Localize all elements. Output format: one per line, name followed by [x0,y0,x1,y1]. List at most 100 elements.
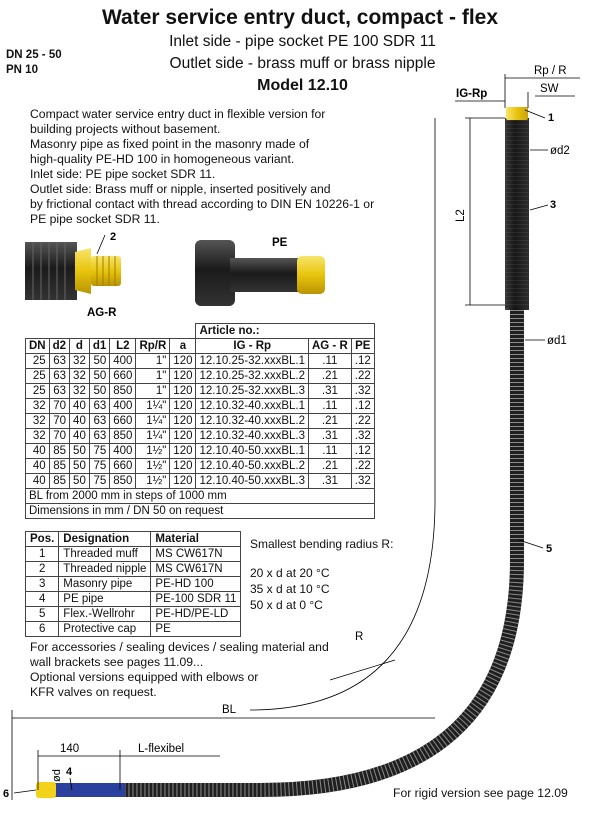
table-cell: 12.10.40-50.xxxBL.3 [195,473,309,489]
table-cell: 400 [109,353,137,369]
table-cell: 120 [169,428,197,444]
table-cell: 63 [48,353,71,369]
pressure-rating: PN 10 [6,64,38,76]
table-cell: 660 [109,413,137,429]
agr-nipple-image [25,234,121,300]
table-cell: 850 [109,428,137,444]
dim-od: ød [51,769,63,782]
table-cell: .32 [350,383,375,399]
dim-ig-rp: IG-Rp [456,88,487,100]
page-title: Water service entry duct, compact - flex [101,6,499,29]
table-cell: .12 [350,398,375,414]
table-cell: 12.10.25-32.xxxBL.1 [195,353,309,369]
table-cell: .32 [350,428,375,444]
agr-callout: 2 [110,231,116,243]
table-cell: 70 [48,398,71,414]
flex-pipe [120,310,524,797]
accessories-line: For accessories / sealing devices / seal… [30,640,329,654]
description-line: by frictional contact with thread accord… [30,197,375,211]
table-cell: 120 [169,383,197,399]
table-cell: 12.10.25-32.xxxBL.2 [195,368,309,384]
dim-od1: ød1 [547,335,567,347]
table-cell: 70 [48,413,71,429]
agr-label: AG-R [87,307,117,319]
description-line: Masonry pipe as fixed point in the mason… [30,137,310,151]
table-cell: .12 [350,443,375,459]
dim-140: 140 [60,743,79,755]
table-cell: 40 [25,473,50,489]
product-description: Compact water service entry duct in flex… [30,107,400,227]
description-line: high-quality PE-HD 100 in homogeneous va… [30,152,295,166]
pe-socket-image [195,240,325,306]
table-cell: .22 [350,458,375,474]
description-line: building projects without basement. [30,122,221,136]
col-header: IG - Rp [195,338,309,354]
table-cell: PE [150,621,242,637]
protective-cap [36,782,56,798]
bending-line: 50 x d at 0 °C [250,598,323,612]
table-cell: 63 [48,368,71,384]
table-cell: 85 [48,473,71,489]
table-cell: 6 [24,621,60,637]
table-cell: PE-HD 100 [150,576,242,592]
pe-label: PE [272,237,288,249]
dim-bl: BL [222,704,237,716]
table-cell: .12 [350,353,375,369]
table-cell: PE pipe [58,591,152,607]
callout-5: 5 [546,543,552,555]
table-note-dimensions: Dimensions in mm / DN 50 on request [25,503,375,519]
col-header: PE [350,338,375,354]
callout-1: 1 [548,112,554,124]
table-cell: 12.10.32-40.xxxBL.2 [195,413,309,429]
table-cell: 1¼" [135,428,171,444]
bending-radius-heading: Smallest bending radius R: [250,537,394,551]
table-cell: 120 [169,398,197,414]
table-cell: 63 [88,398,111,414]
brass-muff [506,107,528,120]
table-cell: 120 [169,413,197,429]
model-number: Model 12.10 [257,77,348,94]
table-cell: MS CW617N [150,546,242,562]
accessories-note: For accessories / sealing devices / seal… [30,640,329,700]
dn-range: DN 25 - 50 [6,49,62,61]
bending-radius-values: 20 x d at 20 °C 35 x d at 10 °C 50 x d a… [250,565,330,613]
table-cell: 50 [88,353,111,369]
table-cell: 120 [169,458,197,474]
spec-table: Article no.: DN d2 d d1 L2 Rp/R a IG - R… [25,323,375,519]
table-cell: 1¼" [135,398,171,414]
table-cell: 50 [88,383,111,399]
table-cell: .22 [350,413,375,429]
bending-line: 35 x d at 10 °C [250,582,330,596]
col-header: d1 [88,338,111,354]
dim-l-flexibel: L-flexibel [138,743,184,755]
table-cell: 120 [169,443,197,459]
table-cell: 85 [48,458,71,474]
table-cell: 75 [88,458,111,474]
table-cell: .11 [307,353,352,369]
dim-od2: ød2 [550,145,570,157]
table-cell: 40 [25,443,50,459]
table-cell: 12.10.32-40.xxxBL.1 [195,398,309,414]
table-cell: .32 [350,473,375,489]
dim-l2: L2 [455,209,467,222]
callout-4: 4 [66,766,73,778]
subtitle-inlet: Inlet side - pipe socket PE 100 SDR 11 [169,33,436,50]
description-line: Inlet side: PE pipe socket SDR 11. [30,167,216,181]
table-cell: 63 [48,383,71,399]
description-line: Outlet side: Brass muff or nipple, inser… [30,182,331,196]
table-cell: Protective cap [58,621,152,637]
table-cell: 12.10.40-50.xxxBL.2 [195,458,309,474]
table-cell: 25 [25,368,50,384]
